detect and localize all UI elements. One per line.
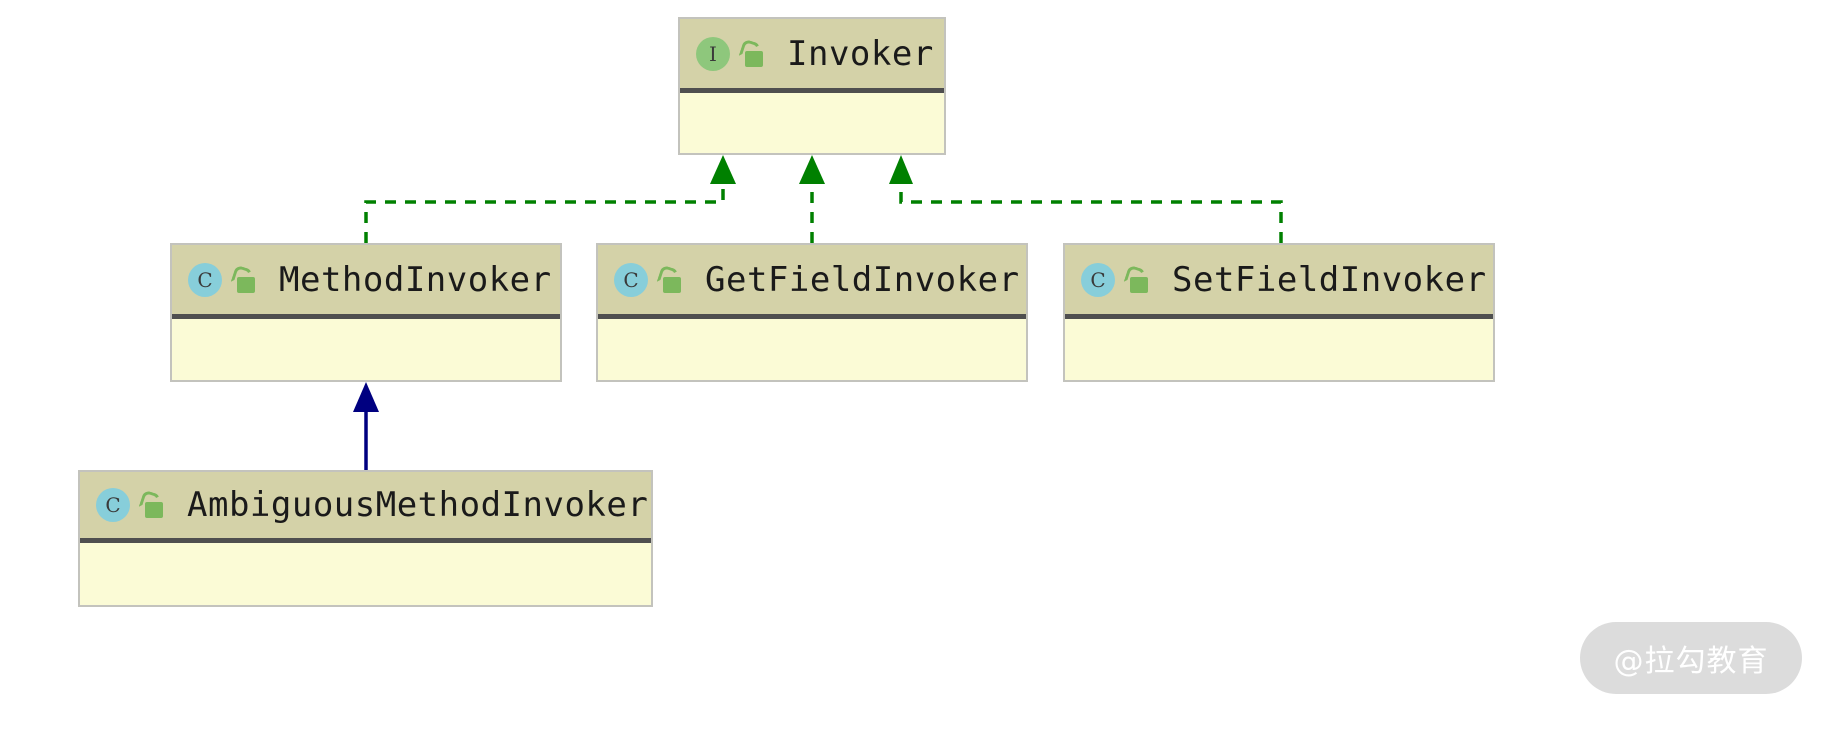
interface-icon: I xyxy=(696,36,730,71)
unlock-icon xyxy=(230,264,257,295)
class-icon: C xyxy=(96,488,130,522)
edge-getfield-implements-invoker xyxy=(799,155,825,243)
uml-node-title: Invoker xyxy=(787,33,934,74)
uml-node-members xyxy=(172,319,560,379)
class-icon: C xyxy=(1081,262,1115,297)
uml-node-set-field-invoker[interactable]: C SetFieldInvoker xyxy=(1063,243,1495,382)
uml-node-header: I Invoker xyxy=(680,19,944,93)
edge-setfield-implements-invoker xyxy=(889,155,1283,243)
uml-node-invoker[interactable]: I Invoker xyxy=(678,17,946,155)
edge-ambiguous-extends-method xyxy=(353,382,379,470)
uml-node-members xyxy=(598,319,1026,379)
uml-node-title: AmbiguousMethodInvoker xyxy=(187,485,649,525)
edge-method-implements-invoker xyxy=(364,155,736,243)
unlock-icon xyxy=(738,38,765,69)
uml-node-title: SetFieldInvoker xyxy=(1172,259,1487,300)
uml-node-header: C AmbiguousMethodInvoker xyxy=(80,472,651,543)
uml-node-members xyxy=(1065,319,1493,379)
uml-node-method-invoker[interactable]: C MethodInvoker xyxy=(170,243,562,382)
class-icon: C xyxy=(614,262,648,297)
uml-node-ambiguous-method-invoker[interactable]: C AmbiguousMethodInvoker xyxy=(78,470,653,607)
uml-node-members xyxy=(80,543,651,604)
watermark: @拉勾教育 xyxy=(1580,622,1802,694)
uml-node-title: MethodInvoker xyxy=(279,259,552,300)
uml-node-header: C SetFieldInvoker xyxy=(1065,245,1493,319)
uml-node-members xyxy=(680,93,944,152)
unlock-icon xyxy=(1123,264,1150,295)
uml-node-get-field-invoker[interactable]: C GetFieldInvoker xyxy=(596,243,1028,382)
uml-node-header: C GetFieldInvoker xyxy=(598,245,1026,319)
class-icon: C xyxy=(188,262,222,297)
unlock-icon xyxy=(138,489,165,520)
uml-node-header: C MethodInvoker xyxy=(172,245,560,319)
uml-node-title: GetFieldInvoker xyxy=(705,259,1020,300)
unlock-icon xyxy=(656,264,683,295)
